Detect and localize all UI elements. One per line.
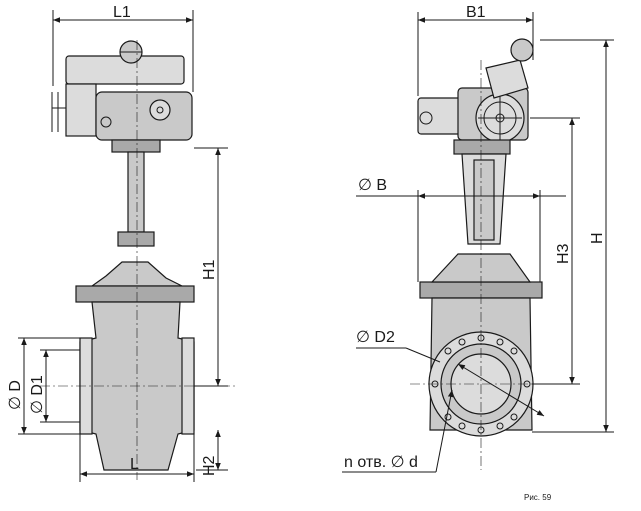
dim-label-l1: L1 [113,4,131,21]
dim-label-b1: B1 [466,4,486,21]
figure-caption: Рис. 59 [524,493,552,502]
side-knob [510,38,534,62]
dim-label-h: H [589,232,606,244]
front-view: L1 L ∅ D ∅ D1 H1 H2 [7,4,236,482]
dim-label-holes: n отв. ∅ d [344,454,418,471]
bonnet-flange [75,285,195,303]
dim-label-d: ∅ D [7,380,24,410]
actuator-motor [65,83,97,137]
dim-label-h3: H3 [555,243,572,264]
yoke-flange [111,139,161,153]
side-view: B1 ∅ B ∅ D2 n отв. ∅ d H3 H [342,4,614,473]
dim-label-b: ∅ B [358,177,387,194]
side-motor [417,97,463,135]
dim-label-d1: ∅ D1 [29,375,46,414]
stem [127,151,145,233]
dim-label-h2: H2 [201,455,218,476]
actuator-gearbox [95,91,193,141]
dim-label-d2: ∅ D2 [356,329,395,346]
stem-nut [117,231,155,247]
dim-label-h1: H1 [201,259,218,280]
dim-label-l: L [130,456,139,473]
